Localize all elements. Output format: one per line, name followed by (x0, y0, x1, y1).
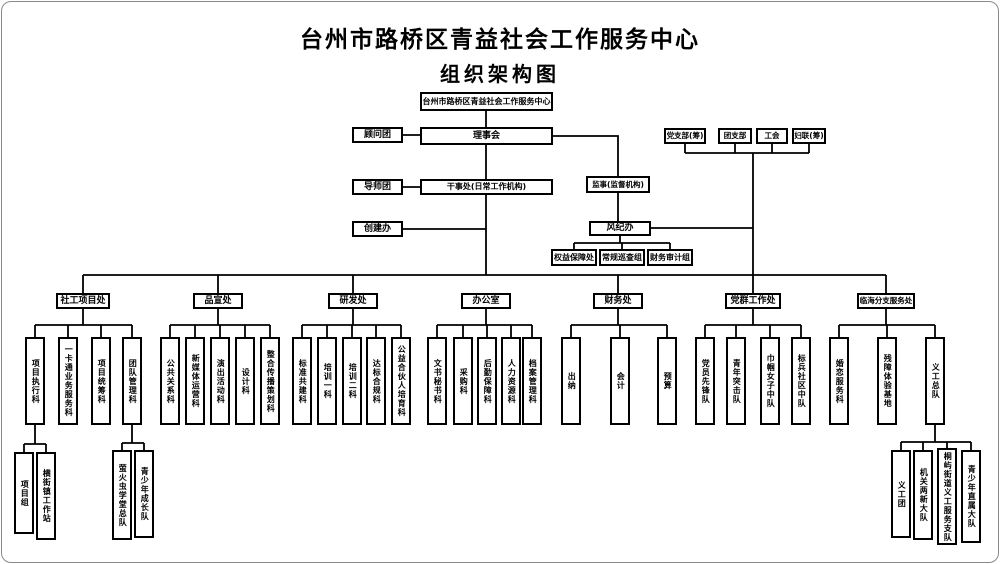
node-audit-team: 财务审计组 (647, 249, 693, 266)
node-accounting: 会计 (610, 337, 630, 425)
node-budget: 预算 (657, 337, 677, 425)
node-matchmaking-service-section: 婚恋服务科 (829, 337, 849, 425)
chart-title: 台州市路桥区青益社会工作服务中心 (300, 27, 700, 53)
node-experience-base: 残障体验基地 (877, 337, 897, 425)
node-workstation: 横街镇工作站 (36, 452, 56, 540)
node-archives-section: 档案管理科 (522, 337, 542, 425)
node-root: 台州市路桥区青益社会工作服务中心 (420, 92, 553, 111)
node-volunteer-corps: 义工总队 (925, 337, 945, 425)
node-womens-federation: 妇联(筹) (792, 128, 826, 144)
node-discipline-office: 风纪办 (589, 221, 651, 236)
node-events-section: 演出活动科 (210, 337, 230, 425)
node-partner-cultivation-section: 公益合伙人培育科 (391, 337, 411, 425)
node-volunteer-group: 义工团 (891, 450, 911, 538)
node-inspection-team: 常规巡查组 (599, 249, 645, 266)
node-public-relations-section: 公共关系科 (160, 337, 180, 425)
node-branch-linhai-service: 临海分支服务处 (857, 293, 915, 309)
node-new-media-section: 新媒体运营科 (185, 337, 205, 425)
node-training-section-2: 培训二科 (342, 337, 362, 425)
chart-subtitle: 组织架构图 (440, 62, 560, 86)
node-firefly-school-corps: 萤火虫学堂总队 (112, 450, 132, 540)
node-creation-office: 创建办 (352, 221, 403, 237)
node-rights-protection: 权益保障处 (551, 249, 597, 266)
node-youth-shock-team: 青年突击队 (726, 337, 746, 425)
node-branch-finance: 财务处 (593, 293, 643, 309)
node-onecard-service-section: 一卡通业务服务科 (58, 337, 78, 425)
node-youth-direct-brigade: 青少年直属大队 (961, 450, 981, 543)
node-branch-general-office: 办公室 (461, 293, 511, 309)
node-compliance-section: 达标合规科 (366, 337, 386, 425)
node-secretarial-section: 文书秘书科 (427, 337, 447, 425)
node-branch-party-mass-work: 党群工作处 (725, 293, 781, 309)
node-subdistrict-volunteer-detachment: 桐屿街道义工服务支队 (937, 448, 957, 545)
node-agency-new-org-team: 机关两新大队 (913, 450, 933, 540)
node-project-exec-section: 项目执行科 (25, 337, 45, 425)
node-branch-publicity: 品宣处 (193, 293, 243, 309)
node-project-team: 项目组 (14, 452, 34, 534)
node-advisory-group: 顾问团 (352, 127, 403, 143)
node-council: 理事会 (420, 127, 553, 145)
node-supervisory-board: 监事(监督机构) (586, 176, 650, 193)
node-logistics-section: 后勤保障科 (477, 337, 497, 425)
node-training-section-1: 培训一科 (317, 337, 337, 425)
node-labor-union: 工会 (756, 128, 788, 144)
node-cashier: 出纳 (561, 337, 581, 425)
node-women-squad: 巾帼女子中队 (760, 337, 780, 425)
node-youth-league-branch: 团支部 (718, 128, 752, 144)
node-design-section: 设计科 (235, 337, 255, 425)
node-party-vanguard-team: 党员先锋队 (695, 337, 715, 425)
node-team-management-section: 团队管理科 (122, 337, 142, 425)
node-secretariat: 干事处(日常工作机构) (420, 179, 553, 195)
node-party-branch: 党支部(筹) (664, 128, 706, 144)
node-mentor-group: 导师团 (352, 179, 403, 195)
node-integrated-communication-section: 整合传播策划科 (260, 337, 280, 425)
node-hr-section: 人力资源科 (501, 337, 521, 425)
node-branch-social-work-projects: 社工项目处 (56, 293, 110, 309)
node-procurement-section: 采购科 (453, 337, 473, 425)
node-community-squad: 标兵社区中队 (791, 337, 811, 425)
node-project-planning-section: 项目统筹科 (91, 337, 111, 425)
node-branch-rnd: 研发处 (328, 293, 378, 309)
node-youth-growth-team: 青少年成长队 (134, 450, 154, 538)
node-standards-section: 标准共建科 (292, 337, 312, 425)
